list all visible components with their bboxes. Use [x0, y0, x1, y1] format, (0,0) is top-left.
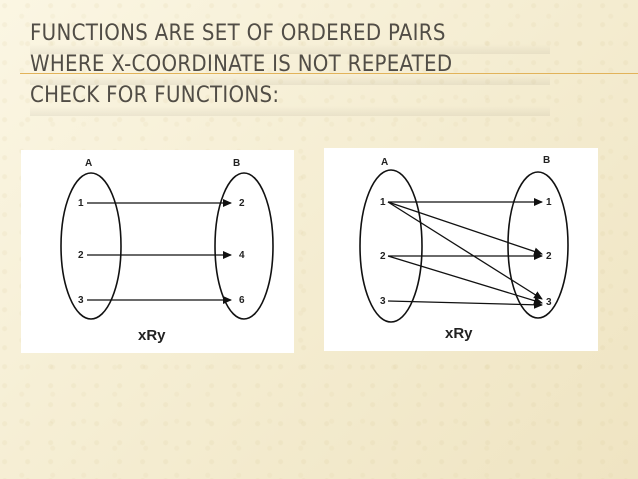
- mapping-arrow: [387, 300, 543, 309]
- codomain-element: 4: [239, 250, 245, 261]
- domain-element: 3: [380, 296, 386, 307]
- codomain-element: 1: [546, 197, 552, 208]
- set-b-label: B: [233, 158, 240, 169]
- set-a-label: A: [381, 157, 388, 168]
- relation-label: xRy: [445, 325, 473, 342]
- domain-element: 1: [78, 198, 84, 209]
- set-b-label: B: [543, 155, 550, 166]
- domain-element: 1: [380, 197, 386, 208]
- set-a-ellipse: [359, 169, 423, 323]
- mapping-diagram-relation: A B 1 2 3 1 2 3 xRy: [324, 148, 598, 351]
- codomain-element: 6: [239, 295, 245, 306]
- set-b-ellipse: [214, 172, 274, 320]
- mapping-arrow: [387, 201, 543, 256]
- title-line-2: WHERE X-COORDINATE IS NOT REPEATED: [30, 49, 630, 80]
- domain-element: 2: [380, 251, 386, 262]
- title-divider: [20, 73, 638, 74]
- slide-title: FUNCTIONS ARE SET OF ORDERED PAIRS WHERE…: [30, 18, 630, 111]
- set-a-ellipse: [60, 172, 122, 320]
- mapping-diagram-right-svg: A B 1 2 3 1 2 3 xRy: [359, 155, 569, 342]
- mapping-arrow: [387, 255, 543, 305]
- relation-label: xRy: [138, 327, 166, 344]
- mapping-diagram-function: A B 1 2 3 2 4 6 xRy: [21, 150, 294, 353]
- set-b-ellipse: [507, 171, 569, 319]
- title-line-1: FUNCTIONS ARE SET OF ORDERED PAIRS: [30, 18, 630, 49]
- domain-element: 3: [78, 295, 84, 306]
- domain-element: 2: [78, 250, 84, 261]
- codomain-element: 3: [546, 297, 552, 308]
- codomain-element: 2: [239, 198, 245, 209]
- mapping-diagram-left-svg: A B 1 2 3 2 4 6 xRy: [60, 158, 274, 344]
- codomain-element: 2: [546, 251, 552, 262]
- mapping-arrow: [387, 201, 543, 300]
- title-line-3: CHECK FOR FUNCTIONS:: [30, 80, 630, 111]
- set-a-label: A: [85, 158, 92, 169]
